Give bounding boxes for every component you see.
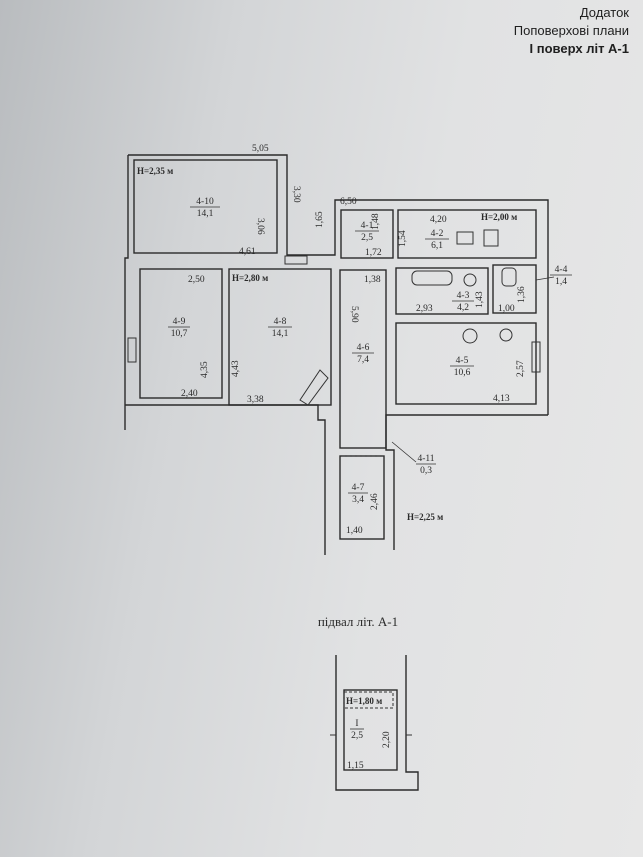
dim-154: 1,54 (398, 230, 408, 247)
dim-250: 2,50 (188, 275, 205, 285)
dim-257: 2,57 (516, 360, 526, 377)
window-top (284, 255, 308, 265)
dimension-labels: 5,05 3,30 3,06 4,61 6,50 1,65 1,48 4,20 … (181, 144, 527, 771)
room-4-10-area: 14,1 (197, 209, 214, 219)
sink-icon (463, 273, 477, 287)
dim-172: 1,72 (365, 248, 382, 258)
room-4-8-outline (228, 268, 332, 406)
dim-505: 5,05 (252, 144, 269, 154)
outer-wall-bottom-left (125, 404, 326, 555)
room-4-5-outline (395, 322, 537, 405)
dim-306: 3,06 (255, 218, 265, 235)
boiler-icon (483, 229, 499, 247)
header-floor-plans: Поповерхові плани (513, 23, 629, 38)
dim-165: 1,65 (315, 211, 325, 228)
header-floor-title: І поверх літ А-1 (529, 41, 629, 56)
dim-136: 1,36 (517, 286, 527, 303)
dim-461: 4,61 (239, 247, 256, 257)
dim-138: 1,38 (364, 275, 381, 285)
dim-420: 4,20 (430, 215, 447, 225)
room-4-7-id: 4-7 (352, 483, 365, 493)
room-I-id: I (355, 719, 358, 729)
outer-wall-left (124, 155, 129, 430)
room-4-3-area: 4,2 (457, 303, 469, 313)
cooktop-icon (462, 328, 478, 344)
dim-246: 2,46 (370, 493, 380, 510)
basement-dashed-box (343, 691, 394, 709)
basement-title: підвал літ. А-1 (318, 614, 398, 629)
height-h180: Н=1,80 м (346, 696, 382, 706)
dim-143: 1,43 (475, 291, 485, 308)
toilet-icon (501, 267, 517, 287)
window-left (127, 337, 137, 363)
room-4-3-outline (395, 267, 489, 315)
room-4-1-id: 4-1 (361, 221, 374, 231)
dim-650: 6,50 (340, 197, 357, 207)
dim-338: 3,38 (247, 395, 264, 405)
room-4-6-id: 4-6 (357, 343, 370, 353)
room-4-2-outline (397, 209, 537, 259)
height-h235: Н=2,35 м (137, 166, 173, 176)
dim-443: 4,43 (231, 360, 241, 377)
room-4-1-area: 2,5 (361, 233, 373, 243)
room-4-10-outline (133, 159, 278, 254)
room-4-4-outline (492, 264, 537, 314)
outer-wall-top (128, 154, 549, 415)
leader-4-11 (391, 441, 417, 463)
outer-wall-bottom-right (385, 414, 548, 550)
room-4-9-outline (139, 268, 223, 399)
dim-148: 1,48 (371, 213, 381, 230)
dim-590: 5,90 (349, 306, 359, 323)
walls (124, 154, 549, 791)
room-4-6-area: 7,4 (357, 355, 369, 365)
dim-293: 2,93 (416, 304, 433, 314)
dim-435: 4,35 (200, 361, 210, 378)
room-4-9-area: 10,7 (171, 329, 188, 339)
room-4-5-area: 10,6 (454, 368, 471, 378)
height-h200: Н=2,00 м (481, 212, 517, 222)
height-h225: Н=2,25 м (407, 512, 443, 522)
room-4-2-id: 4-2 (431, 229, 444, 239)
room-4-7-area: 3,4 (352, 495, 364, 505)
room-labels: 4-10 14,1 4-1 2,5 4-2 6,1 4-3 4,2 4-4 1,… (171, 197, 568, 741)
room-4-11-area: 0,3 (420, 466, 432, 476)
room-I-area: 2,5 (351, 731, 363, 741)
height-h280: Н=2,80 м (232, 273, 268, 283)
dim-115: 1,15 (347, 761, 364, 771)
dim-140: 1,40 (346, 526, 363, 536)
room-I-outline (343, 689, 398, 771)
stairs-icon (299, 369, 329, 406)
dim-330: 3,30 (291, 186, 301, 203)
dim-220: 2,20 (382, 731, 392, 748)
stove-icon (456, 231, 474, 245)
room-4-10-id: 4-10 (196, 197, 214, 207)
bathtub-icon (411, 270, 453, 286)
room-4-3-id: 4-3 (457, 291, 470, 301)
header: Додаток Поповерхові плани І поверх літ А… (514, 4, 629, 58)
room-4-11-id: 4-11 (417, 454, 434, 464)
room-4-5-id: 4-5 (456, 356, 469, 366)
kitchen-sink-icon (499, 328, 513, 342)
header-appendix: Додаток (579, 5, 629, 20)
room-4-1-outline (340, 209, 394, 259)
leader-lines (168, 206, 572, 730)
basement-outer-wall (335, 655, 419, 791)
leader-4-4 (535, 276, 555, 281)
room-4-8-area: 14,1 (272, 329, 289, 339)
room-4-6-outline (339, 269, 387, 449)
plan-details (127, 229, 541, 736)
window-right (531, 341, 541, 373)
dim-100: 1,00 (498, 304, 515, 314)
room-4-9-id: 4-9 (173, 317, 186, 327)
dim-413: 4,13 (493, 394, 510, 404)
room-4-8-id: 4-8 (274, 317, 287, 327)
dim-240: 2,40 (181, 389, 198, 399)
room-4-4-area: 1,4 (555, 277, 567, 287)
room-4-2-area: 6,1 (431, 241, 443, 251)
room-4-4-id: 4-4 (555, 265, 568, 275)
